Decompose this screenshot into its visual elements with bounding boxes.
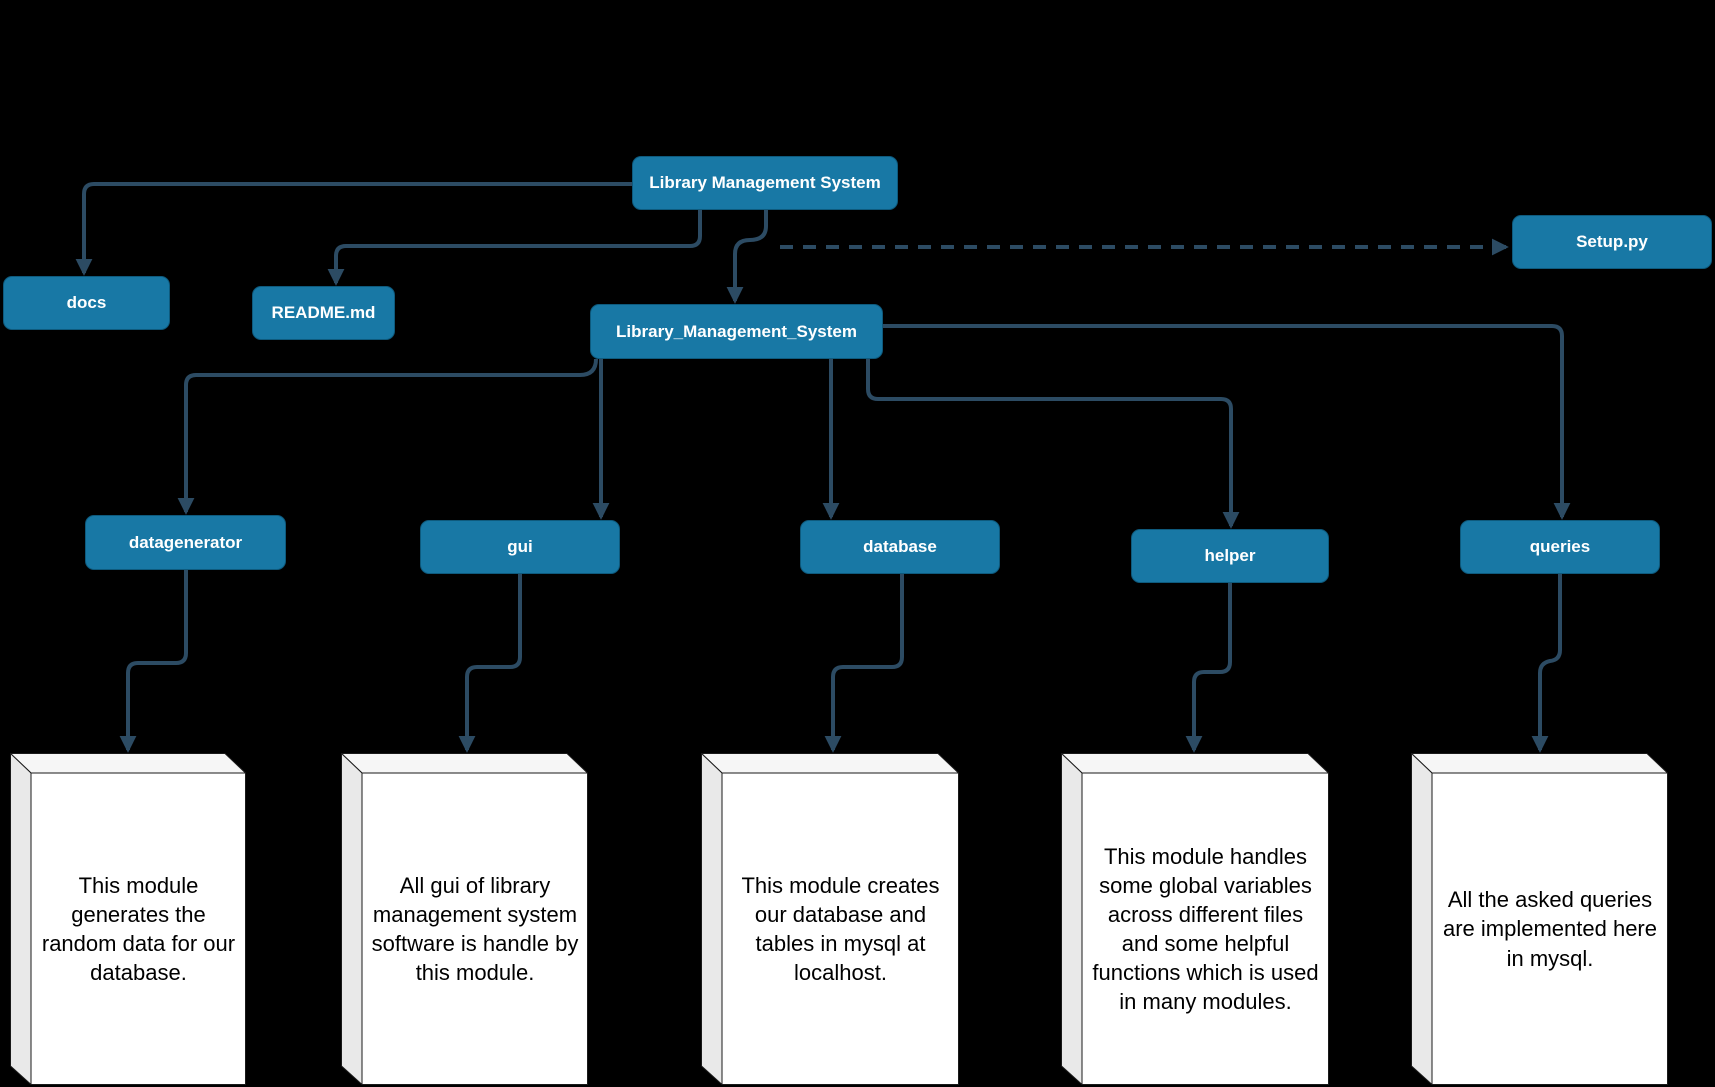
note-3d-shape bbox=[1061, 753, 1329, 1085]
node-readme-md: README.md bbox=[252, 286, 395, 340]
edge-root-package bbox=[726, 210, 768, 304]
node-docs: docs bbox=[3, 276, 170, 330]
edge-root-docs bbox=[75, 182, 632, 276]
edge-package-datagenerator bbox=[177, 358, 598, 515]
note-database: This module creates our database and tab… bbox=[701, 753, 959, 1085]
node-queries: queries bbox=[1460, 520, 1660, 574]
note-gui: All gui of library management system sof… bbox=[341, 753, 588, 1085]
edge-package-queries bbox=[883, 324, 1571, 520]
edge-helper-note bbox=[1185, 583, 1232, 753]
edge-datagenerator-note bbox=[119, 570, 188, 753]
note-text: All gui of library management system sof… bbox=[371, 872, 579, 986]
note-datagenerator: This module generates the random data fo… bbox=[10, 753, 246, 1085]
edge-gui-note bbox=[458, 574, 522, 753]
note-3d-shape bbox=[341, 753, 588, 1085]
edge-root-readme bbox=[327, 210, 702, 286]
note-3d-shape bbox=[10, 753, 246, 1085]
note-3d-shape bbox=[1411, 753, 1668, 1085]
note-queries: All the asked queries are implemented he… bbox=[1411, 753, 1668, 1085]
note-helper: This module handles some global variable… bbox=[1061, 753, 1329, 1085]
node-setup-py: Setup.py bbox=[1512, 215, 1712, 269]
edge-queries-note bbox=[1531, 574, 1562, 753]
node-gui: gui bbox=[420, 520, 620, 574]
node-helper: helper bbox=[1131, 529, 1329, 583]
note-text: This module handles some global variable… bbox=[1092, 843, 1319, 1015]
node-datagenerator: datagenerator bbox=[85, 515, 286, 570]
node-database: database bbox=[800, 520, 1000, 574]
note-text: This module generates the random data fo… bbox=[41, 872, 236, 986]
edge-package-helper bbox=[866, 359, 1240, 529]
edge-database-note bbox=[824, 574, 904, 753]
note-text: All the asked queries are implemented he… bbox=[1442, 887, 1657, 971]
note-text: This module creates our database and tab… bbox=[741, 872, 940, 986]
node-library-management-system-package: Library_Management_System bbox=[590, 304, 883, 359]
node-library-management-system: Library Management System bbox=[632, 156, 898, 210]
note-3d-shape bbox=[701, 753, 959, 1085]
